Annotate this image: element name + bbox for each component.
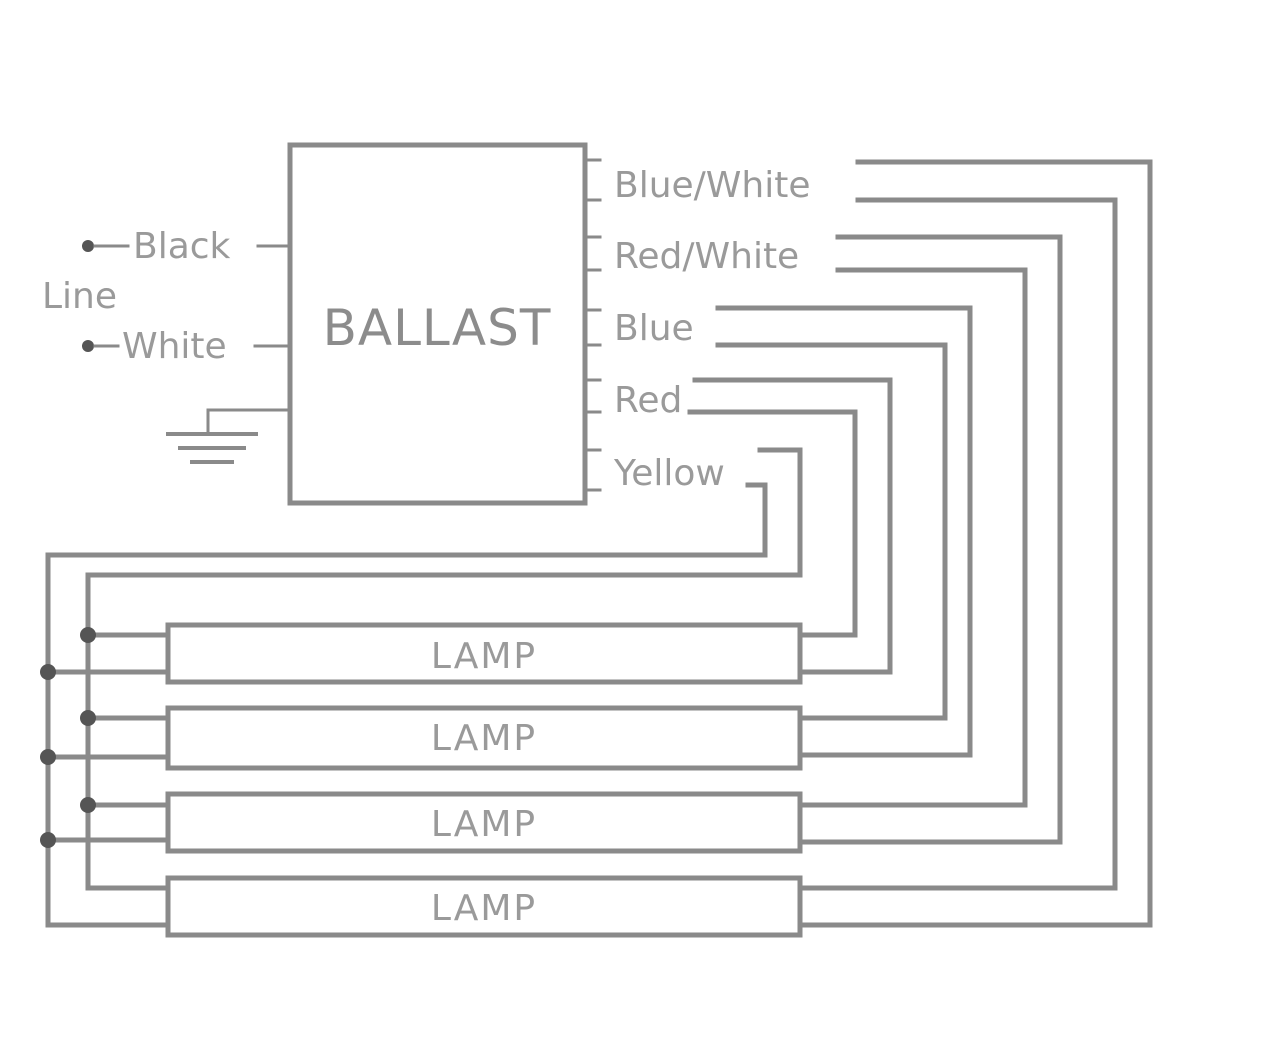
output-stubs	[583, 158, 602, 492]
ballast-box	[287, 142, 588, 506]
lamp-3-label: LAMP	[431, 804, 537, 845]
line-label: Line	[42, 276, 117, 317]
white-terminal-dot	[82, 340, 94, 352]
lamp-2-label: LAMP	[431, 718, 537, 759]
junction-dots	[40, 627, 96, 848]
right-side-wiring	[45, 159, 1153, 928]
output-label-red: Red	[614, 380, 682, 421]
output-label-red-white: Red/White	[614, 236, 799, 277]
lamp-2	[165, 705, 803, 771]
lamp-1-label: LAMP	[431, 636, 537, 677]
ballast-label: BALLAST	[323, 299, 552, 357]
black-wire-label: Black	[133, 226, 231, 267]
lamp-4-label: LAMP	[431, 888, 537, 929]
output-label-yellow: Yellow	[613, 453, 725, 494]
output-label-blue-white: Blue/White	[614, 165, 810, 206]
lamp-4	[165, 875, 803, 938]
left-side-wiring	[45, 632, 171, 843]
white-wire-label: White	[122, 326, 227, 367]
output-label-blue: Blue	[614, 308, 694, 349]
black-terminal-dot	[82, 240, 94, 252]
lamp-1	[165, 622, 803, 685]
ground-icon	[166, 408, 292, 464]
lamp-3	[165, 791, 803, 854]
